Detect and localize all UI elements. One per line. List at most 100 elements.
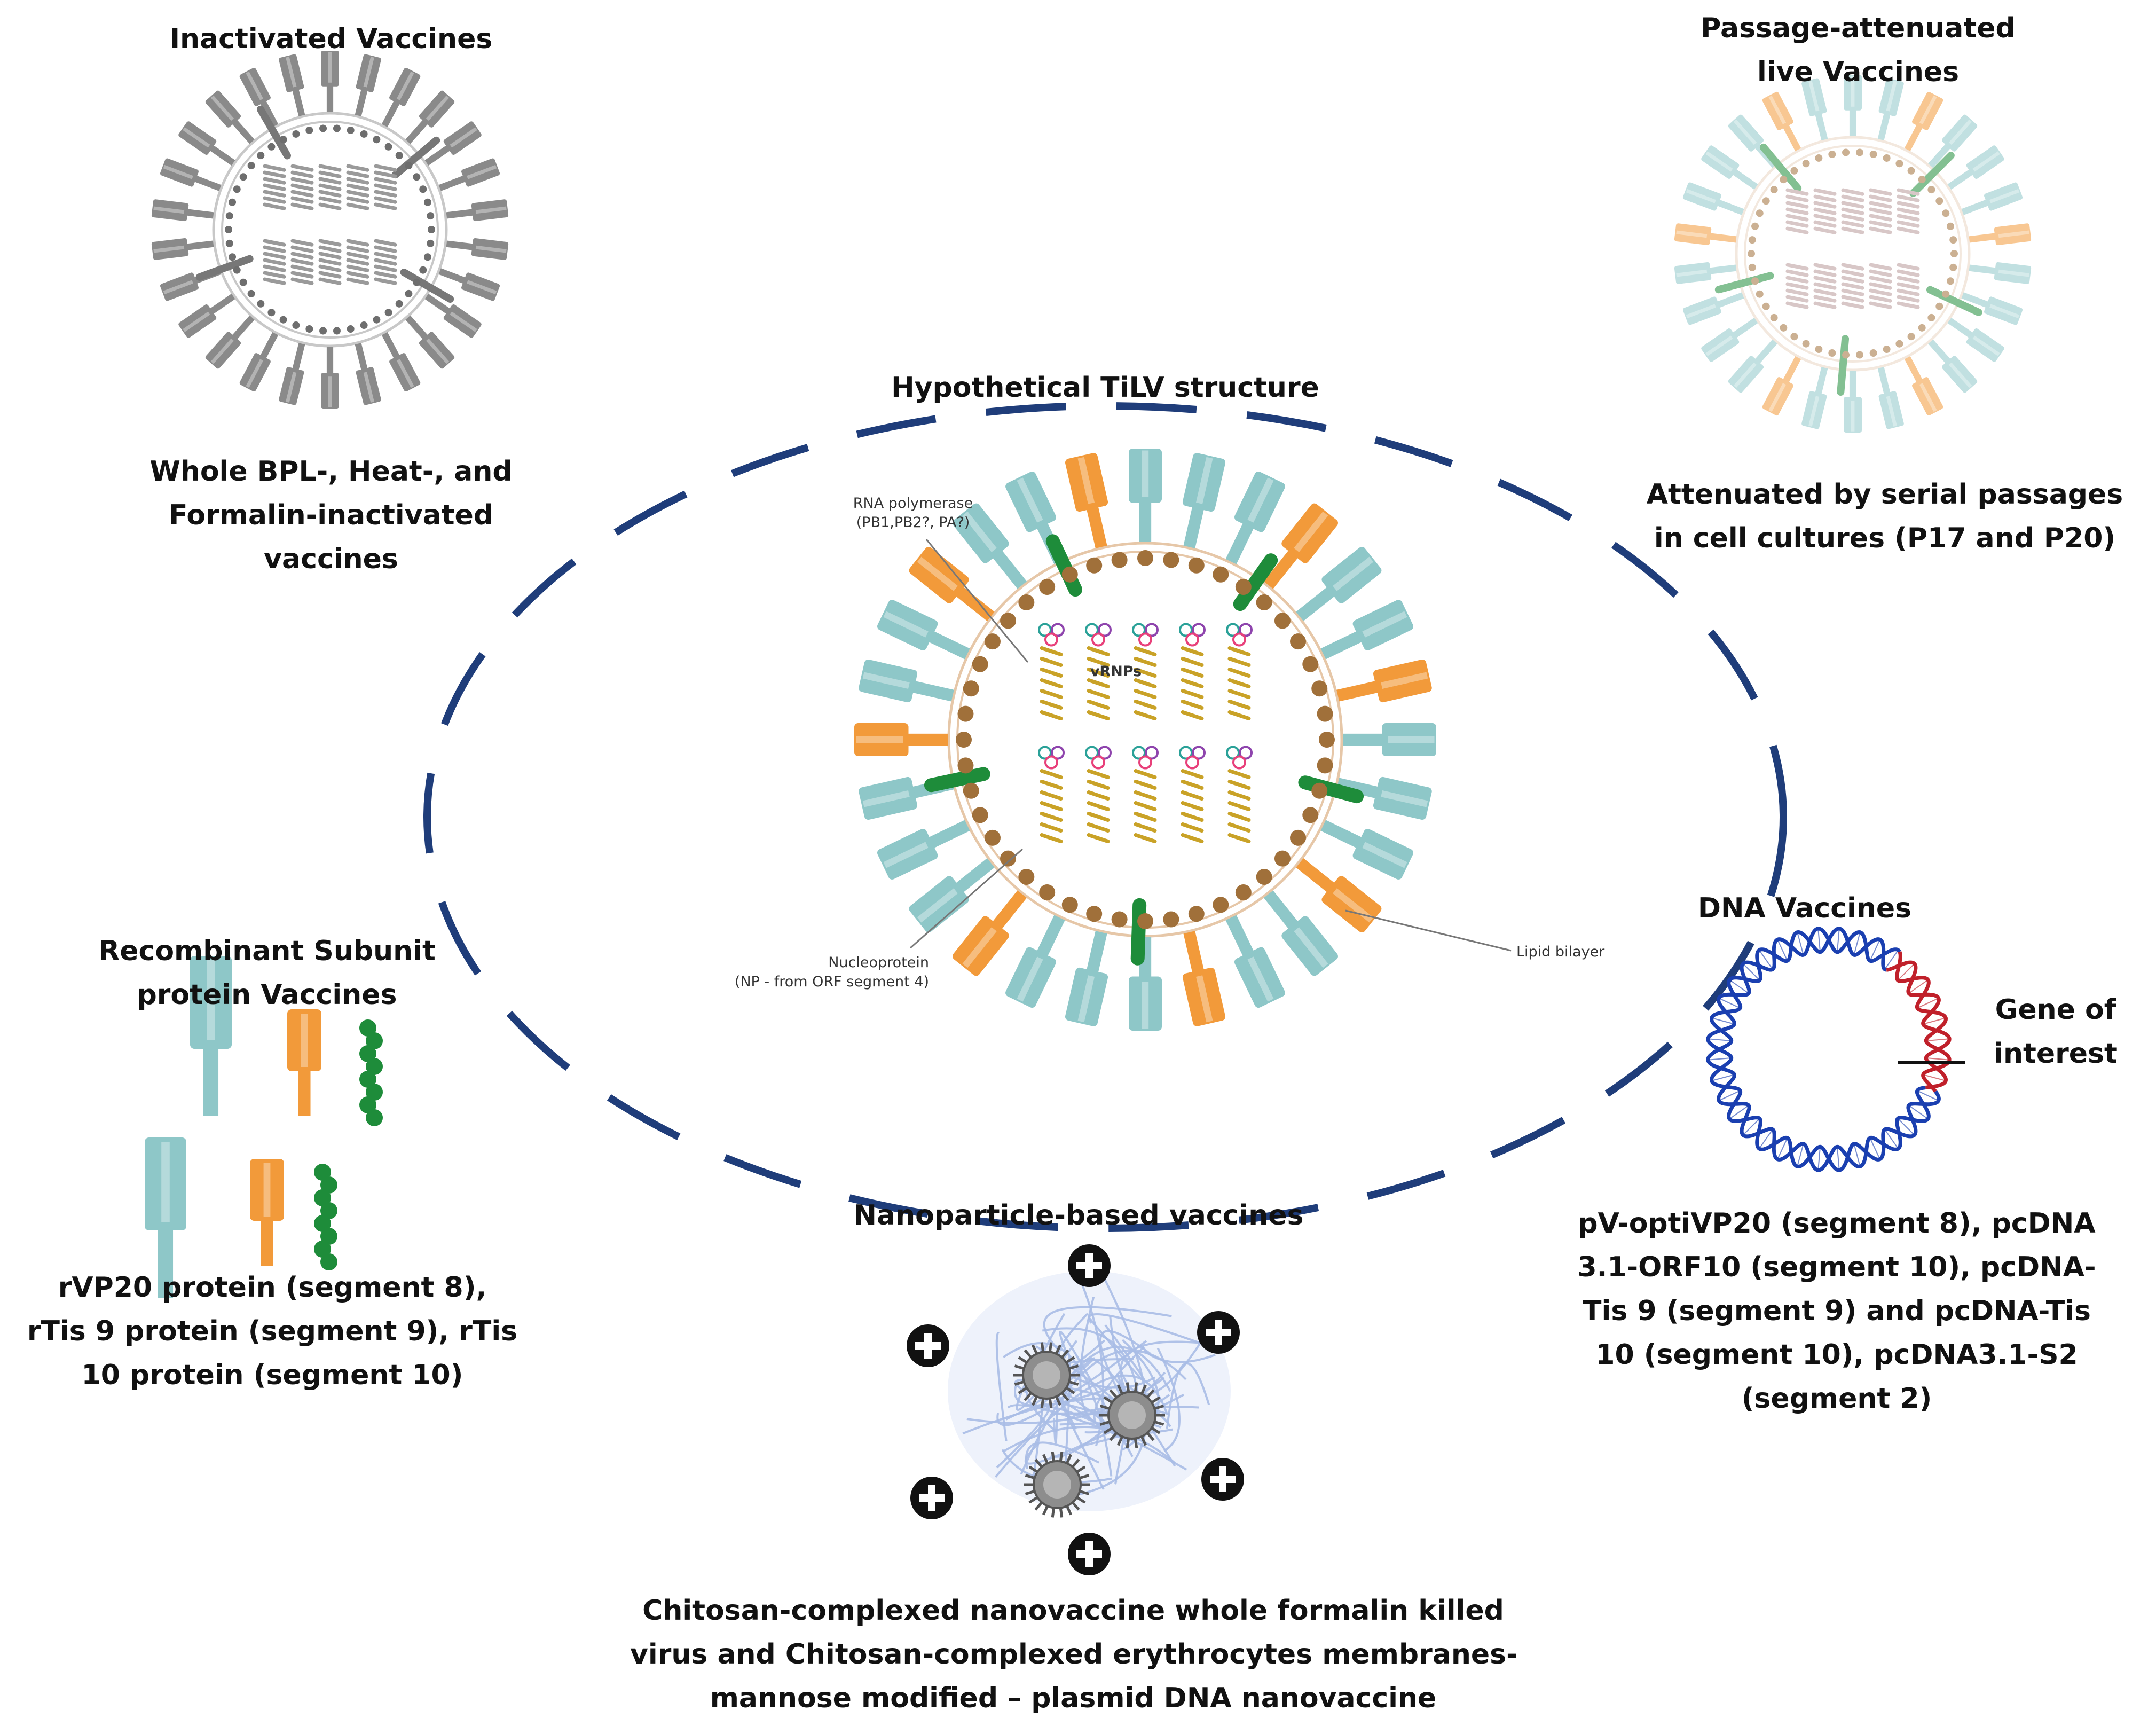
spike-glycoprotein [239,67,279,128]
spike-glycoprotein-stem [326,347,334,375]
spike-glycoprotein-highlight [1362,842,1407,868]
vrnp-helix [346,239,369,285]
positive-charge-icon [1068,1244,1111,1287]
spike-glycoprotein-highlight [210,95,234,121]
base-pair-rung [1897,1118,1915,1136]
polymerase-subunit [1138,755,1152,770]
spike-glycoprotein-stem [405,315,429,341]
spike-glycoprotein-highlight [1686,304,1716,319]
spike-glycoprotein-head [1321,876,1382,933]
spike-glycoprotein-head [356,367,381,405]
capsid-protein-dot [419,185,427,193]
base-pair-rung [1926,1038,1950,1042]
nucleoprotein-leader-line [910,848,1023,949]
nucleoprotein-line-2: (NP - from ORF segment 4) [734,974,929,990]
spike-glycoprotein-stem [1086,931,1107,975]
spike-glycoprotein-stem [438,268,467,285]
spike-glycoprotein-head [877,600,938,651]
attenuated-title-line-1: Passage-attenuated [1701,12,2016,44]
spike-glycoprotein-stem [1708,233,1737,243]
spike-glycoprotein-highlight [917,888,958,923]
spike-glycoprotein-stem [1849,108,1856,136]
spike-glycoprotein [1225,915,1285,1008]
capsid-protein-dot [1256,594,1272,611]
base-pair-rung [1711,1074,1735,1081]
spike-glycoprotein-head [1844,75,1862,111]
gene-label-line-1: Gene of [1995,994,2116,1026]
chitosan-thread [1056,1346,1171,1394]
spike-glycoprotein [1336,659,1432,703]
chitosan-thread [1025,1441,1100,1469]
spike-glycoprotein-stem [446,209,475,219]
capsid-protein-dot [1790,167,1798,175]
vrnp-helix [1181,769,1204,843]
spike-glycoprotein [424,121,482,166]
spike-glycoprotein-head [471,238,509,260]
spike-glycoprotein-highlight [1808,81,1820,112]
spike-glycoprotein-head [1234,947,1285,1008]
rtis10-protein [314,1164,337,1270]
virus-inner [1033,1361,1060,1389]
chitosan-thread [995,1332,1008,1442]
base-pair-rung [1908,1105,1929,1120]
spike-glycoprotein-stem [1263,548,1300,589]
capsid-protein-dot [239,173,247,181]
capsid-protein-dot [1883,154,1891,162]
capsid-protein-dot [257,152,265,160]
spike-glycoprotein-head [877,828,938,880]
vrnp-helix [1134,769,1157,843]
spike-glycoprotein-highlight [467,164,497,179]
matrix-protein [1714,272,1774,294]
spike-glycoprotein-head [461,272,500,301]
spike-glycoprotein [205,90,255,144]
spike-glycoprotein-highlight [1948,362,1972,388]
capsid-protein-dot [1790,333,1798,341]
base-pair-rung [1884,950,1899,970]
spike-glycoprotein-highlight [1808,396,1820,427]
tilv-virion-illustration [854,449,1436,1031]
gene-insert-strand-b [1886,960,1952,1089]
capsid-protein-dot [963,782,979,799]
capsid-protein-dot [292,321,300,329]
virus-inner [1118,1401,1146,1429]
spike-glycoprotein-highlight [1077,457,1095,504]
spike-glycoprotein [1877,78,1904,140]
spike-glycoprotein-highlight [1388,736,1435,743]
spike-glycoprotein-head [1912,377,1943,416]
matrix-protein [257,105,291,160]
spike-glycoprotein-stem [1336,778,1380,799]
spike-glycoprotein-highlight [475,245,507,253]
spike-glycoprotein [1320,600,1413,660]
capsid-protein-dot [1842,148,1850,156]
vrnp-helix [1841,188,1864,234]
base-pair-rung [1729,979,1749,994]
capsid-protein-dot [1762,197,1770,205]
spike-glycoprotein-stem [1782,123,1801,152]
capsid-protein-dot [1039,884,1056,901]
capsid-protein-dot [395,300,403,308]
spike-glycoprotein-stem [355,88,368,116]
capsid-protein-dot [1883,346,1891,354]
capsid-protein-dot [1756,290,1764,298]
spike-glycoprotein-highlight [1705,151,1733,172]
nano-desc-line-2: virus and Chitosan-complexed erythrocyte… [630,1638,1518,1670]
spike-glycoprotein-head [239,67,271,106]
spike-glycoprotein-highlight [246,359,264,388]
capsid-protein-dot [1000,850,1017,867]
spike-glycoprotein [952,503,1027,589]
vrnp-helix [346,164,369,210]
rtis9-protein-highlight [263,1163,271,1217]
spike-glycoprotein-highlight [962,927,997,968]
spike-glycoprotein [854,723,948,756]
matrix-protein [1298,775,1364,804]
matrix-protein [1926,286,1982,316]
polymerase-subunit [1239,746,1253,760]
capsid-protein-dot [233,266,241,274]
spike-glycoprotein-stem [954,585,995,622]
capsid-protein-dot [225,226,232,233]
spike-glycoprotein-highlight [153,245,185,253]
spike-glycoprotein [438,158,500,191]
base-pair-rung [1836,928,1840,952]
spike-glycoprotein-stem [1336,680,1380,702]
spike-glycoprotein-highlight [1381,672,1428,689]
